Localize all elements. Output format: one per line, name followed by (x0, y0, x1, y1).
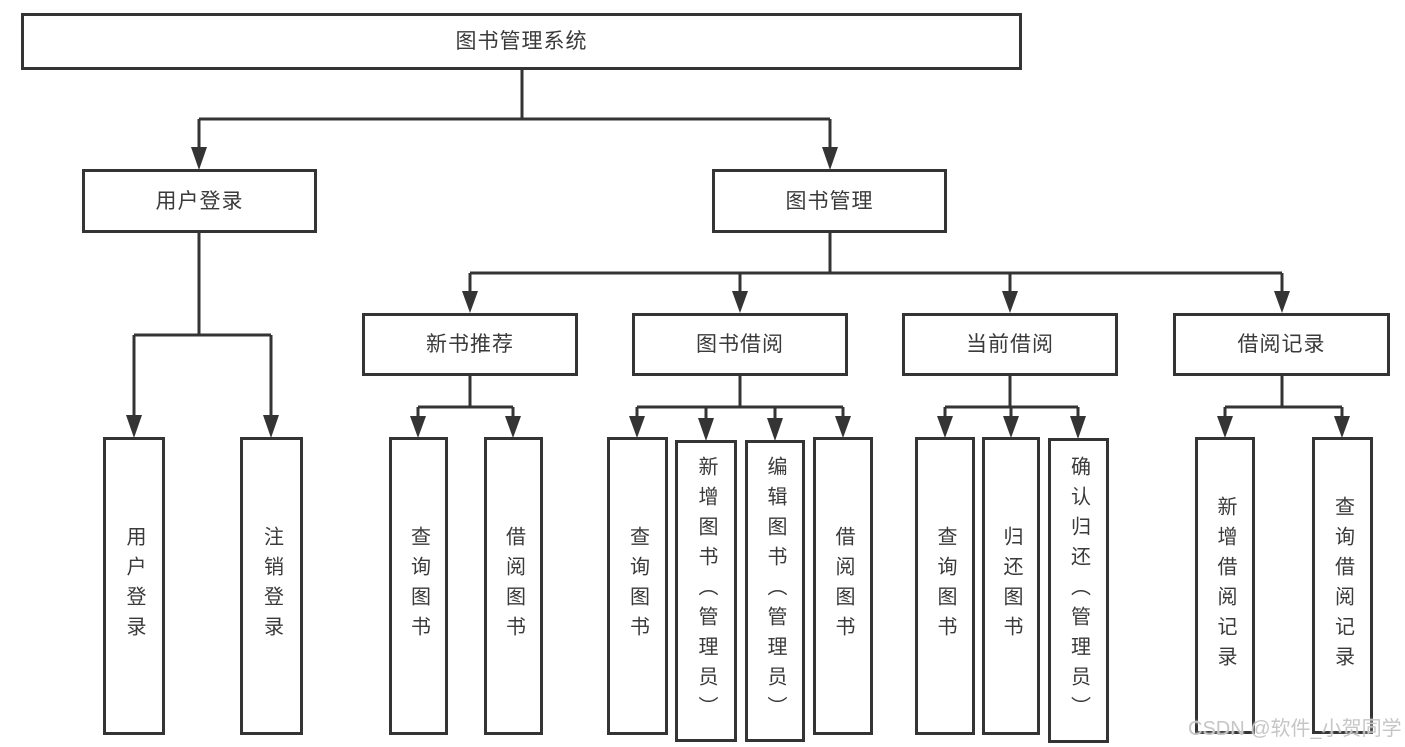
leaf-user-login-label: 用户登录 (123, 526, 145, 646)
leaf-edit-books-admin: 编辑图书（管理员） (745, 440, 805, 742)
node-borrow-records: 借阅记录 (1173, 313, 1390, 376)
node-user-login: 用户登录 (82, 169, 317, 233)
node-root: 图书管理系统 (21, 13, 1022, 70)
node-new-book-recommend-label: 新书推荐 (426, 333, 514, 356)
leaf-add-borrow-record: 新增借阅记录 (1195, 437, 1255, 734)
leaf-borrow-books-recommend: 借阅图书 (484, 437, 543, 735)
node-root-label: 图书管理系统 (455, 30, 588, 53)
leaf-confirm-return-admin-label: 确认归还（管理员） (1067, 455, 1090, 726)
leaf-query-borrow-record: 查询借阅记录 (1312, 437, 1373, 734)
watermark: CSDN @软件_小贺同学 (1188, 718, 1402, 740)
node-book-management-label: 图书管理 (785, 189, 874, 213)
leaf-return-books-label: 归还图书 (1000, 526, 1022, 646)
leaf-edit-books-admin-label: 编辑图书（管理员） (764, 456, 786, 726)
leaf-logout: 注销登录 (240, 437, 303, 735)
leaf-confirm-return-admin: 确认归还（管理员） (1048, 438, 1109, 743)
node-book-borrowing-label: 图书借阅 (696, 333, 784, 356)
leaf-logout-label: 注销登录 (260, 526, 283, 646)
node-new-book-recommend: 新书推荐 (362, 313, 578, 376)
leaf-query-books-current: 查询图书 (915, 437, 975, 735)
node-borrow-records-label: 借阅记录 (1237, 333, 1326, 356)
leaf-query-borrow-record-label: 查询借阅记录 (1331, 495, 1354, 676)
leaf-user-login: 用户登录 (103, 437, 165, 735)
node-book-borrowing: 图书借阅 (632, 313, 848, 376)
node-book-management: 图书管理 (712, 169, 947, 233)
leaf-query-books-borrowing: 查询图书 (607, 437, 668, 735)
leaf-borrow-books-recommend-label: 借阅图书 (502, 526, 525, 646)
node-user-login-label: 用户登录 (155, 189, 244, 213)
leaf-query-books-current-label: 查询图书 (934, 526, 956, 646)
node-current-borrowing-label: 当前借阅 (966, 333, 1054, 356)
leaf-query-books-borrowing-label: 查询图书 (626, 526, 649, 646)
leaf-return-books: 归还图书 (982, 437, 1040, 735)
leaf-add-borrow-record-label: 新增借阅记录 (1214, 495, 1236, 676)
leaf-query-books-recommend-label: 查询图书 (407, 526, 430, 646)
leaf-add-books-admin-label: 新增图书（管理员） (695, 456, 717, 726)
leaf-borrow-books: 借阅图书 (813, 437, 873, 735)
node-current-borrowing: 当前借阅 (902, 313, 1118, 376)
leaf-add-books-admin: 新增图书（管理员） (675, 440, 737, 742)
leaf-borrow-books-label: 借阅图书 (832, 526, 854, 646)
leaf-query-books-recommend: 查询图书 (389, 437, 448, 735)
